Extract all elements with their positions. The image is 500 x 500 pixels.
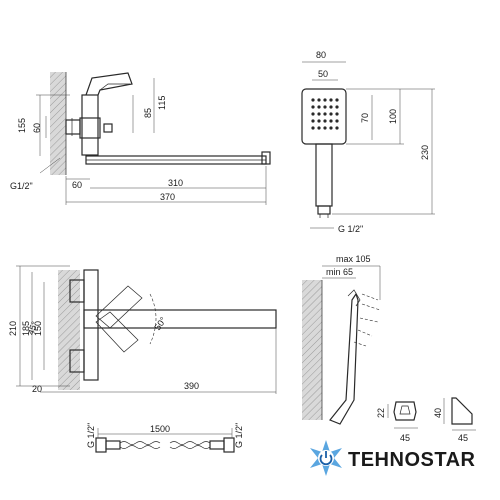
dim-45-second: 45	[458, 433, 468, 443]
dim-60: 60	[32, 123, 42, 133]
dim-85: 85	[143, 108, 153, 118]
top-view-mixer: 45° 50° 210 185 150 20 390	[8, 265, 277, 394]
holder-details: 22 45 40 45	[376, 397, 476, 443]
hand-shower-view: 80 50 70 100 230 G 1/2"	[301, 50, 435, 234]
thread-g12-hose-right: G 1/2"	[234, 423, 244, 448]
dim-45-first: 45	[400, 433, 410, 443]
hose-view: 1500 G 1/2" G 1/2"	[86, 423, 244, 453]
dim-115: 115	[157, 96, 167, 110]
dim-min-65: min 65	[326, 267, 353, 277]
thread-g12: G1/2"	[10, 181, 33, 191]
dim-max-105: max 105	[336, 254, 371, 264]
holder-side-view: max 105 min 65	[302, 254, 381, 425]
dim-40: 40	[433, 408, 443, 418]
thread-g12-shower: G 1/2"	[338, 224, 363, 234]
dim-210: 210	[8, 321, 18, 336]
side-view-mixer: 155 60 85 115 G1/2" 60 310 370	[10, 72, 271, 205]
dim-50: 50	[318, 69, 328, 79]
dim-22: 22	[376, 408, 386, 418]
thread-g12-hose-left: G 1/2"	[86, 423, 96, 448]
dim-370: 370	[160, 192, 175, 202]
angle-45: 45°	[26, 320, 40, 337]
dim-150: 150	[33, 321, 43, 336]
dim-20: 20	[32, 384, 42, 394]
dim-185: 185	[21, 321, 31, 336]
dim-310: 310	[168, 178, 183, 188]
dim-1500: 1500	[150, 424, 170, 434]
dim-390: 390	[184, 381, 199, 391]
dim-60-horizontal: 60	[72, 180, 82, 190]
dim-80: 80	[316, 50, 326, 60]
dim-100: 100	[388, 109, 398, 124]
brand-logo: TEHNOSTAR	[310, 440, 476, 476]
dim-230: 230	[420, 145, 430, 160]
dim-155: 155	[17, 118, 27, 133]
dim-70: 70	[360, 113, 370, 123]
shower-nozzle-grid	[311, 98, 339, 130]
brand-name: TEHNOSTAR	[348, 449, 476, 471]
power-snowflake-icon	[310, 440, 342, 476]
